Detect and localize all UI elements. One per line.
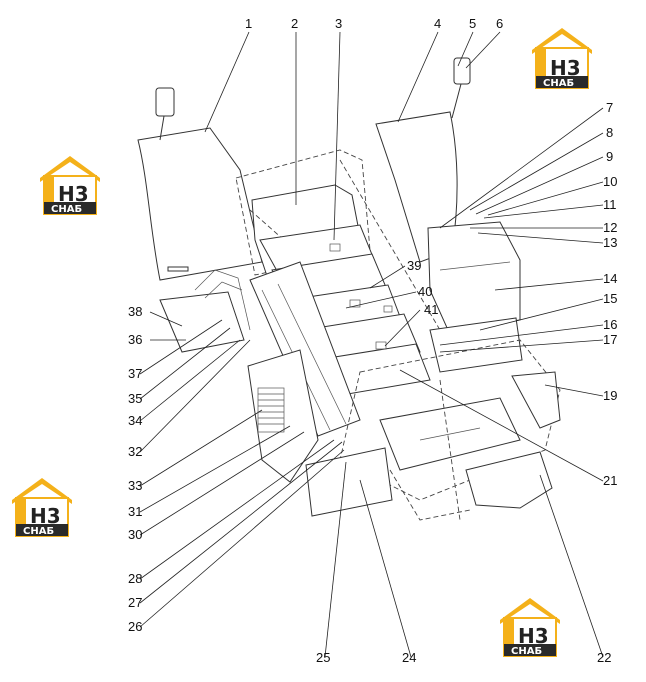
callout-41: 41 (424, 302, 438, 317)
callout-40: 40 (418, 284, 432, 299)
callout-38: 38 (128, 304, 142, 319)
callout-27: 27 (128, 595, 142, 610)
callout-31: 31 (128, 504, 142, 519)
callout-10: 10 (603, 174, 617, 189)
callout-19: 19 (603, 388, 617, 403)
callout-37: 37 (128, 366, 142, 381)
callout-3: 3 (335, 16, 342, 31)
callout-36: 36 (128, 332, 142, 347)
callout-12: 12 (603, 220, 617, 235)
right-mirror (451, 57, 471, 119)
lower-steps (305, 447, 553, 517)
watermark-sub-text: СНАБ (51, 204, 82, 215)
watermark-logo-left-lower: H3 СНАБ (12, 478, 72, 537)
callout-15: 15 (603, 291, 617, 306)
callout-14: 14 (603, 271, 617, 286)
left-fender (137, 127, 263, 281)
callout-2: 2 (291, 16, 298, 31)
callout-34: 34 (128, 413, 142, 428)
callout-32: 32 (128, 444, 142, 459)
callout-1: 1 (245, 16, 252, 31)
callout-9: 9 (606, 149, 613, 164)
watermark-sub-text: СНАБ (23, 526, 54, 537)
callout-22: 22 (597, 650, 611, 665)
left-mirror (155, 87, 175, 141)
callout-24: 24 (402, 650, 416, 665)
callout-8: 8 (606, 125, 613, 140)
callout-7: 7 (606, 100, 613, 115)
watermark-logo-bottom: H3 СНАБ (500, 598, 560, 657)
right-cover (427, 221, 523, 373)
callout-16: 16 (603, 317, 617, 332)
watermark-sub-text: СНАБ (511, 646, 542, 657)
callout-28: 28 (128, 571, 142, 586)
callout-4: 4 (434, 16, 441, 31)
watermark-logo-top-right: H3 СНАБ (532, 28, 592, 89)
callout-labels: 1 2 3 4 5 6 7 8 9 10 11 12 13 14 15 16 1… (128, 16, 617, 665)
callout-6: 6 (496, 16, 503, 31)
watermark-sub-text: СНАБ (543, 78, 574, 89)
leader-lines (139, 31, 604, 658)
chassis-frame (339, 339, 561, 521)
access-panel (247, 349, 319, 483)
callout-39: 39 (407, 258, 421, 273)
callout-33: 33 (128, 478, 142, 493)
callout-11: 11 (603, 197, 617, 212)
callout-35: 35 (128, 391, 142, 406)
callout-21: 21 (603, 473, 617, 488)
assembly-drawing (137, 57, 561, 521)
callout-26: 26 (128, 619, 142, 634)
watermark-logo-left-upper: H3 СНАБ (40, 156, 100, 215)
callout-5: 5 (469, 16, 476, 31)
callout-17: 17 (603, 332, 617, 347)
callout-25: 25 (316, 650, 330, 665)
callout-30: 30 (128, 527, 142, 542)
callout-13: 13 (603, 235, 617, 250)
